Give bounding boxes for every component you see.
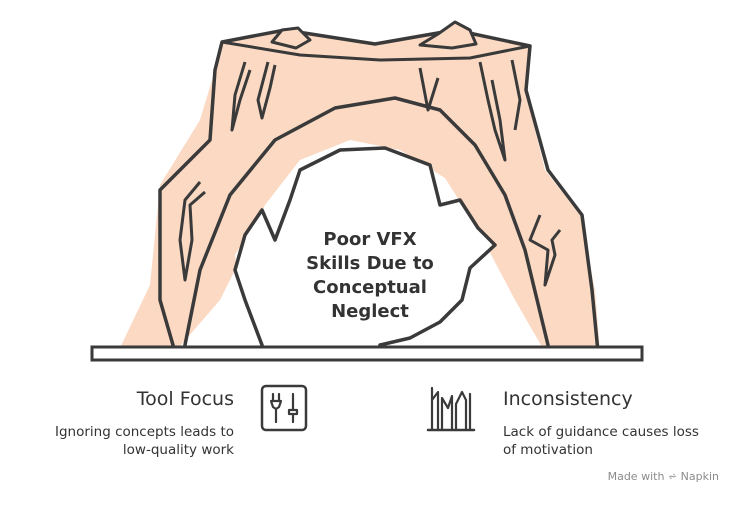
ground-platform [90,345,644,362]
napkin-watermark: Made with ⩫ Napkin [608,470,719,483]
crack-4 [478,61,507,162]
crack-1 [230,61,252,132]
inconsistency-description-line: Lack of guidance causes loss [503,424,699,440]
center-label-line: Neglect [331,301,409,322]
arch-inner [233,146,497,347]
center-label-line: Skills Due to [306,253,434,274]
center-label-line: Poor VFX [323,229,417,250]
watermark-brand: Napkin [680,470,719,483]
rock-left [270,26,312,50]
center-label: Poor VFX Skills Due to Conceptual Neglec… [265,228,475,324]
arch-hollow [235,165,492,345]
tools-icon [260,384,308,432]
tool-focus-description-line: Ignoring concepts leads to [54,424,234,440]
stump-top-rim [221,40,531,62]
arch-outer [183,96,550,347]
broken-bars-icon [426,386,476,432]
watermark-prefix: Made with [607,470,665,483]
crack-3 [418,67,440,112]
inconsistency-title: Inconsistency [503,388,633,410]
inconsistency-description-line: of motivation [503,442,593,458]
inconsistency-description: Lack of guidance causes loss of motivati… [503,423,733,459]
crack-5 [510,59,522,131]
crack-6 [178,181,206,282]
tool-focus-description: Ignoring concepts leads to low-quality w… [0,423,234,459]
rock-right [418,20,478,50]
tool-focus-description-line: low-quality work [122,442,234,458]
tool-focus-title: Tool Focus [136,388,234,410]
napkin-logo-icon: ⩫ [667,470,678,483]
center-label-line: Conceptual [313,277,427,298]
stump-outline [158,28,600,354]
crack-2 [256,61,277,120]
crack-7 [528,214,562,287]
